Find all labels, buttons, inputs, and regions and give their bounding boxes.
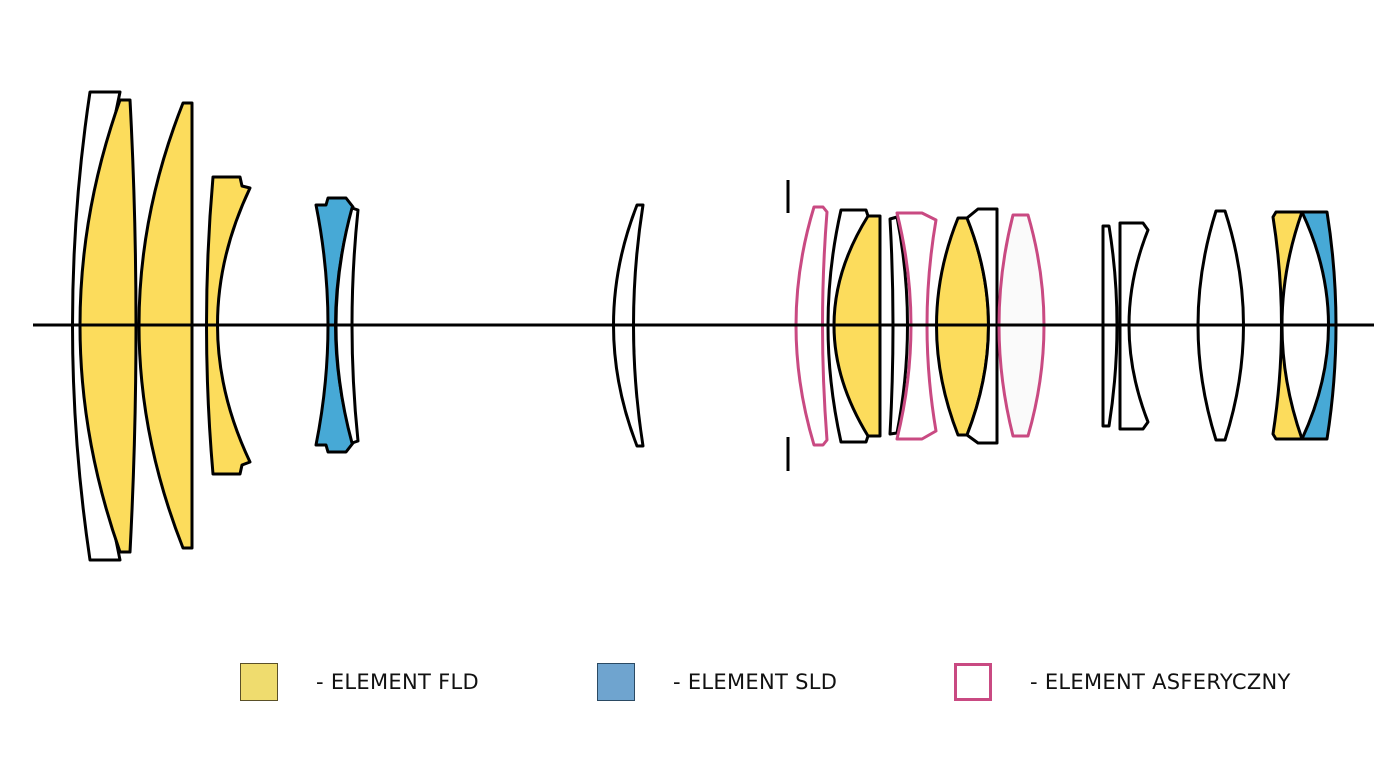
legend-label-fld: - ELEMENT FLD <box>316 670 479 694</box>
legend-label-sld: - ELEMENT SLD <box>673 670 838 694</box>
lens-element-17-plain <box>1118 221 1150 431</box>
legend-label-aspherical: - ELEMENT ASFERYCZNY <box>1030 670 1291 694</box>
lens-element-20-sld <box>1300 210 1338 441</box>
lens-element-14-plain <box>965 207 999 445</box>
legend-swatch-fld <box>240 662 278 702</box>
legend-swatch-sld <box>597 662 635 702</box>
legend-swatch-aspherical <box>954 662 992 702</box>
lens-element-19-fld <box>1271 210 1304 441</box>
lens-element-4-fld <box>205 175 252 476</box>
lens-diagram <box>33 90 1374 562</box>
